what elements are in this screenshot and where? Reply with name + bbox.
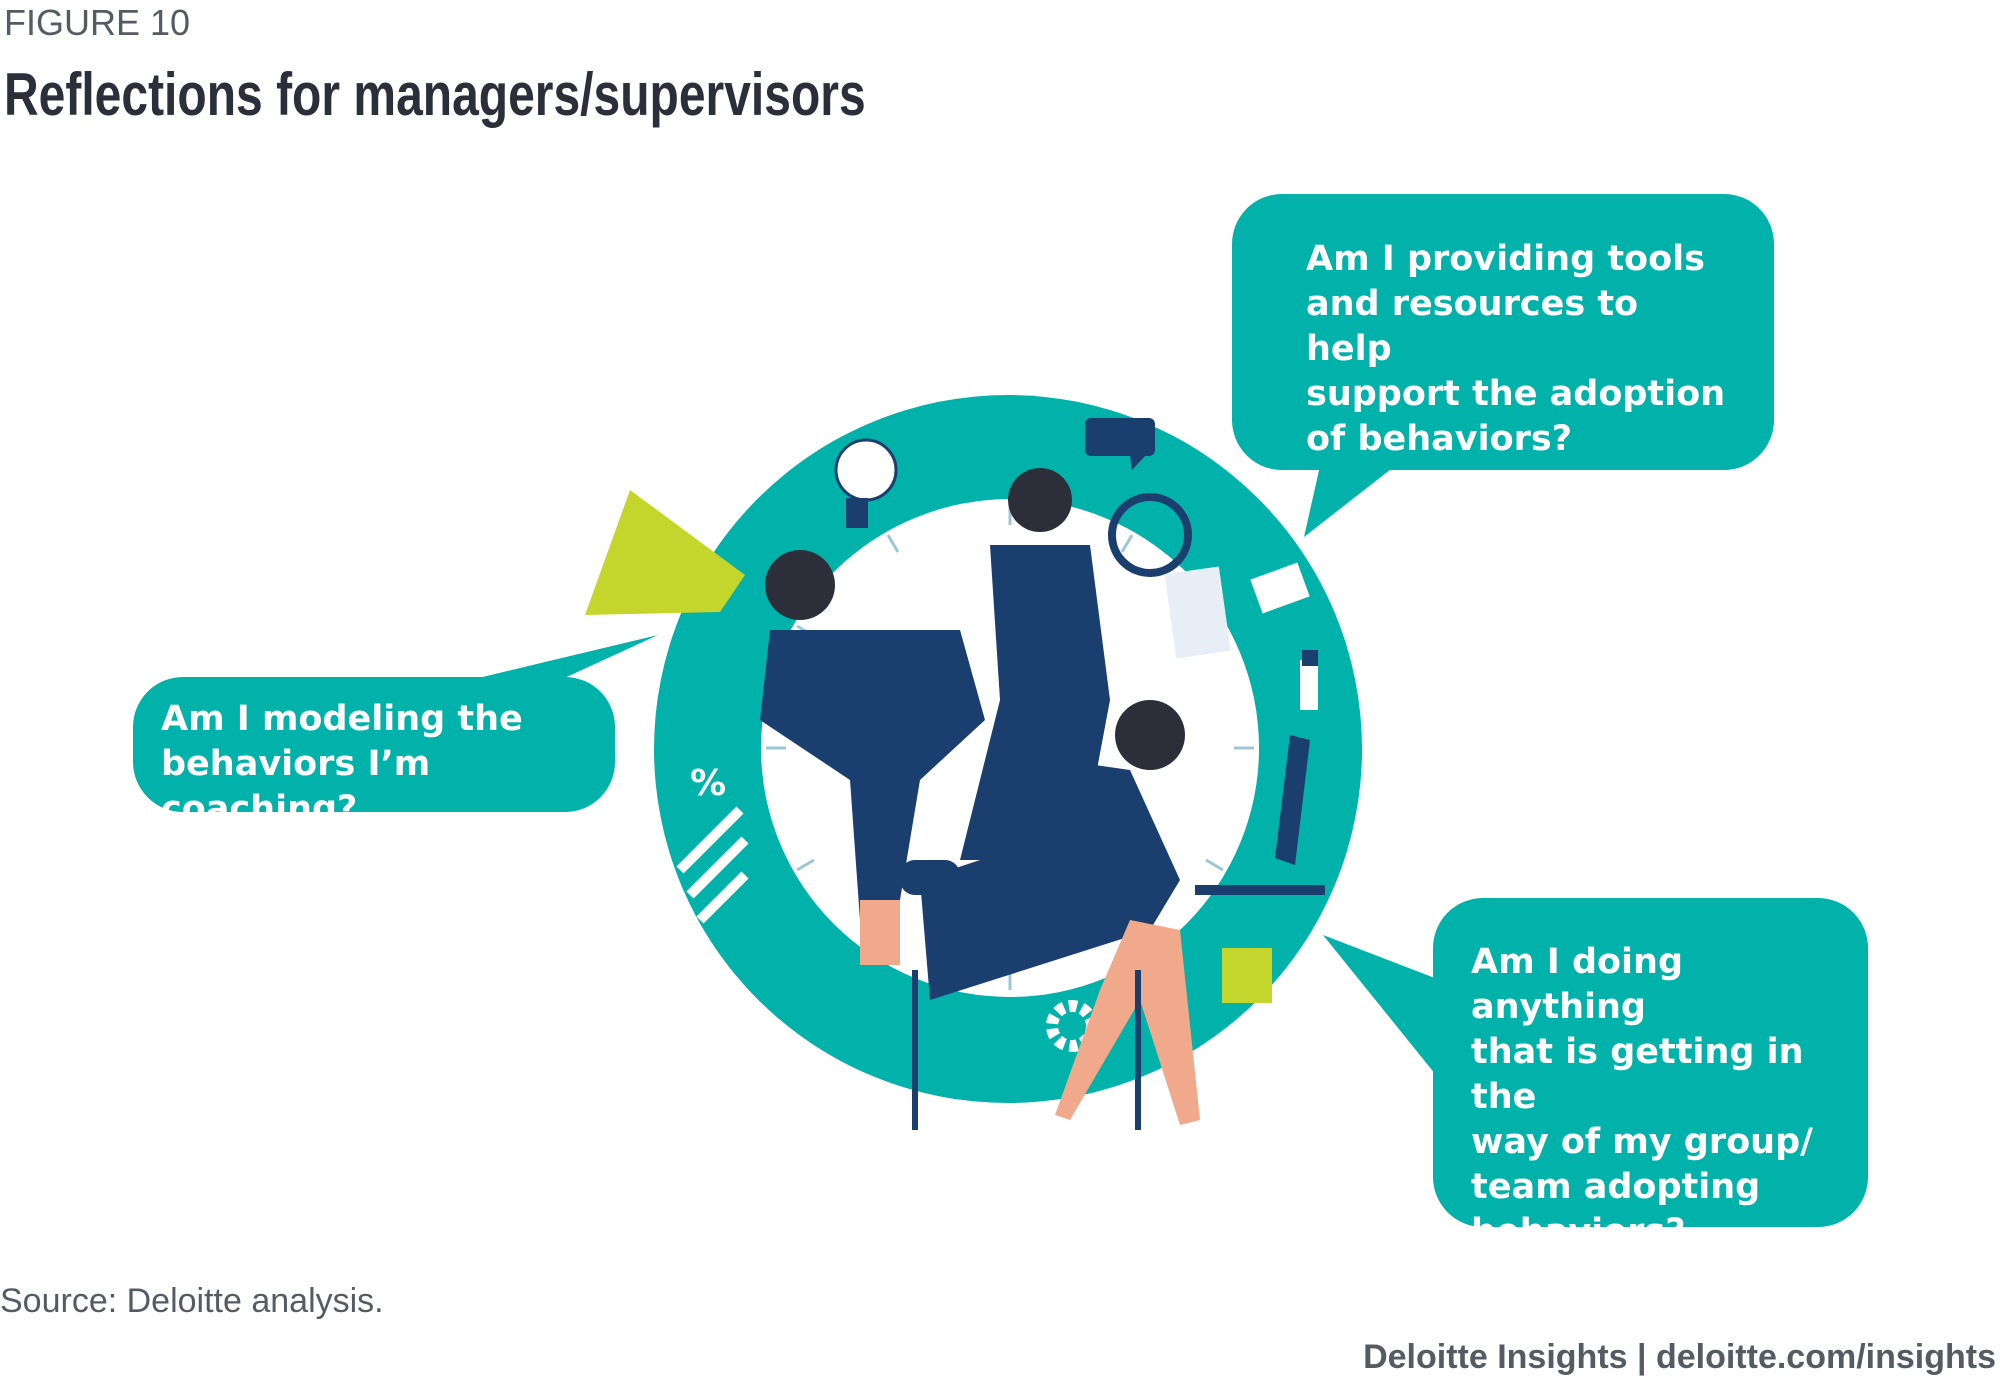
envelope-icon: [1250, 562, 1310, 614]
org-chart-icon: [1300, 650, 1318, 710]
megaphone-icon: [585, 490, 745, 615]
lightbulb-icon: [834, 438, 898, 528]
bubble-text: Am I modeling the behaviors I’m coaching…: [161, 699, 523, 829]
bubble-tail-left: [470, 635, 658, 680]
credit-line: Deloitte Insights | deloitte.com/insight…: [1363, 1338, 1996, 1376]
chat-icon: [1085, 418, 1155, 470]
speech-bubble-obstacles: Am I doing anything that is getting in t…: [1433, 898, 1868, 1252]
stripes-decoration: [676, 806, 749, 924]
figure-label: FIGURE 10: [4, 2, 191, 43]
bubble-text: Am I providing tools and resources to he…: [1306, 239, 1726, 459]
bubble-tail-bottom-right: [1323, 935, 1440, 1080]
page-title: Reflections for managers/supervisors: [4, 61, 866, 128]
percent-icon: %: [690, 763, 726, 804]
woman-computer: [900, 700, 1200, 1130]
globe-icon: [1108, 493, 1192, 577]
speech-bubble-modeling: Am I modeling the behaviors I’m coaching…: [133, 677, 615, 829]
document-icon: [1222, 948, 1272, 1003]
speech-bubble-tools: Am I providing tools and resources to he…: [1232, 194, 1774, 470]
bubble-text: Am I doing anything that is getting in t…: [1471, 942, 1813, 1252]
woman-megaphone: [760, 550, 985, 965]
bubble-tail-top-right: [1304, 466, 1395, 537]
source-note: Source: Deloitte analysis.: [0, 1282, 384, 1320]
computer-icon: [1195, 735, 1325, 895]
